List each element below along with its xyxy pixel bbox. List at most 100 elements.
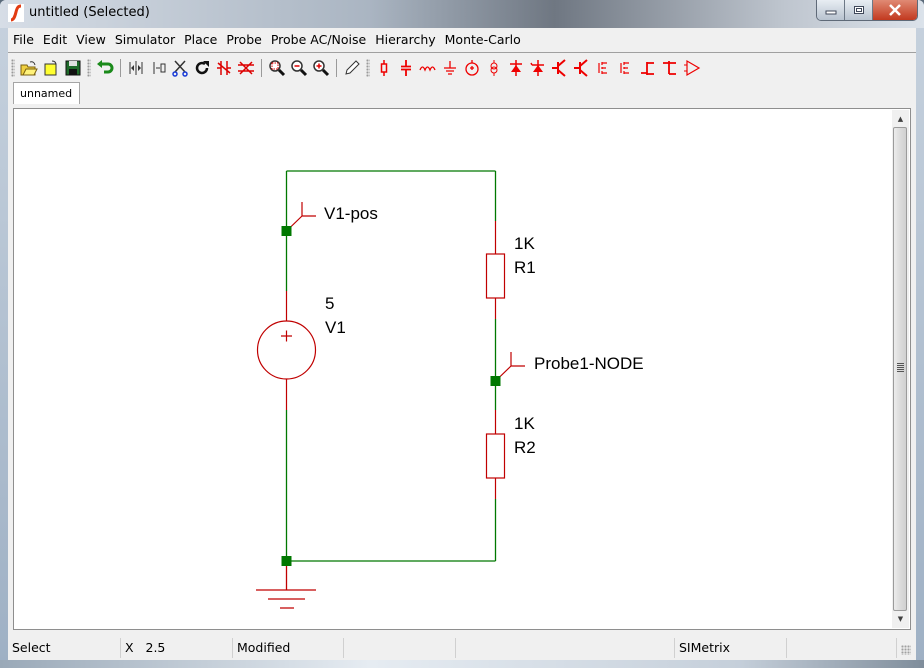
draw-wire-button[interactable]	[341, 57, 363, 79]
status-coordinate: X 2.5	[121, 638, 233, 658]
npn-transistor-icon	[552, 59, 566, 77]
zoom-fit-icon	[269, 60, 286, 77]
place-nmos-button[interactable]	[593, 57, 615, 79]
maximize-button[interactable]	[845, 0, 873, 20]
toolbar-grip[interactable]	[11, 59, 15, 77]
rotate-button[interactable]	[191, 57, 213, 79]
zoom-out-button[interactable]	[288, 57, 310, 79]
ground-icon	[444, 61, 456, 75]
simetrix-logo-icon	[8, 4, 24, 22]
scrollbar-grip-icon	[897, 363, 904, 372]
place-capacitor-button[interactable]	[395, 57, 417, 79]
tab-label: unnamed	[20, 87, 73, 100]
vertical-scrollbar[interactable]: ▲ ▼	[892, 110, 909, 628]
place-pjfet-button[interactable]	[659, 57, 681, 79]
mirror-button[interactable]	[125, 57, 147, 79]
menu-place[interactable]: Place	[184, 32, 218, 47]
inductor-icon	[419, 66, 436, 72]
current-source-icon	[490, 60, 498, 76]
minimize-button[interactable]	[817, 0, 845, 20]
place-pnp-button[interactable]	[571, 57, 593, 79]
menu-divider	[8, 52, 916, 53]
tab-unnamed[interactable]: unnamed	[13, 82, 80, 104]
new-button[interactable]	[40, 57, 62, 79]
toolbar-separator	[336, 59, 337, 77]
resistor-r1[interactable]	[485, 221, 506, 319]
menu-probe[interactable]: Probe	[226, 32, 262, 47]
open-folder-icon	[20, 61, 38, 76]
scroll-down-arrow-icon[interactable]: ▼	[897, 615, 904, 623]
delete-wires-button[interactable]	[235, 57, 257, 79]
toolbar-grip[interactable]	[87, 59, 91, 77]
schematic-canvas[interactable]: 5 V1 1K R1 1K R2	[13, 108, 911, 630]
wires	[285, 170, 497, 562]
voltage-source-v1[interactable]	[256, 291, 317, 410]
mirror-horizontal-icon	[129, 61, 143, 75]
v1-ref-label: V1	[325, 318, 346, 337]
menu-view[interactable]: View	[76, 32, 106, 47]
rotate-icon	[195, 61, 209, 75]
cut-button[interactable]	[169, 57, 191, 79]
toolbar-separator	[261, 59, 262, 77]
menu-bar: File Edit View Simulator Place Probe Pro…	[8, 28, 916, 51]
r2-ref-label: R2	[514, 438, 536, 457]
place-zener-button[interactable]	[527, 57, 549, 79]
zoom-in-icon	[313, 60, 330, 77]
scrollbar-thumb[interactable]	[893, 127, 907, 611]
place-ground-button[interactable]	[439, 57, 461, 79]
menu-probe-ac-noise[interactable]: Probe AC/Noise	[270, 32, 367, 47]
place-npn-button[interactable]	[549, 57, 571, 79]
undo-icon	[97, 60, 114, 74]
open-button[interactable]	[18, 57, 40, 79]
status-cell-7	[787, 638, 897, 658]
voltage-source-icon	[465, 60, 479, 76]
save-button[interactable]	[62, 57, 84, 79]
menu-monte-carlo[interactable]: Monte-Carlo	[444, 32, 521, 47]
probe-v1-pos-label: V1-pos	[324, 204, 378, 223]
place-diode-button[interactable]	[505, 57, 527, 79]
zoom-in-button[interactable]	[310, 57, 332, 79]
scroll-up-arrow-icon[interactable]: ▲	[897, 115, 904, 123]
maximize-icon	[853, 6, 864, 14]
status-mode: Select	[8, 638, 121, 658]
zener-diode-icon	[530, 60, 544, 76]
pnp-transistor-icon	[574, 59, 588, 77]
junction-dot	[490, 376, 501, 386]
place-inductor-button[interactable]	[417, 57, 439, 79]
pencil-wire-icon	[345, 60, 360, 75]
toolbar	[8, 55, 916, 81]
resize-grip-icon[interactable]	[901, 645, 911, 655]
pmos-icon	[620, 62, 629, 74]
resistor-r2[interactable]	[485, 410, 506, 499]
menu-simulator[interactable]: Simulator	[114, 32, 176, 47]
flip-button[interactable]	[147, 57, 169, 79]
junction-dot	[281, 556, 292, 566]
undo-button[interactable]	[94, 57, 116, 79]
title-bar[interactable]: untitled (Selected)	[0, 0, 924, 28]
new-document-icon	[44, 60, 57, 76]
close-button[interactable]	[873, 0, 917, 20]
client-area: File Edit View Simulator Place Probe Pro…	[8, 28, 916, 660]
coord-label: X	[125, 640, 134, 655]
place-resistor-button[interactable]	[373, 57, 395, 79]
status-app-name: SIMetrix	[675, 638, 787, 658]
place-pmos-button[interactable]	[615, 57, 637, 79]
menu-edit[interactable]: Edit	[42, 32, 68, 47]
disconnect-wire-icon	[217, 61, 231, 75]
place-voltage-source-button[interactable]	[461, 57, 483, 79]
place-opamp-button[interactable]	[681, 57, 703, 79]
cut-icon	[172, 60, 188, 77]
place-njfet-button[interactable]	[637, 57, 659, 79]
minimize-icon	[825, 10, 836, 15]
menu-file[interactable]: File	[13, 32, 34, 47]
v1-value-label: 5	[325, 294, 334, 313]
window-bottom-border	[0, 660, 924, 668]
menu-hierarchy[interactable]: Hierarchy	[375, 32, 436, 47]
disconnect-button[interactable]	[213, 57, 235, 79]
toolbar-grip[interactable]	[366, 59, 370, 77]
place-current-source-button[interactable]	[483, 57, 505, 79]
schematic-drawing[interactable]: 5 V1 1K R1 1K R2	[14, 109, 892, 629]
ground-symbol[interactable]	[256, 566, 316, 609]
zoom-fit-button[interactable]	[266, 57, 288, 79]
